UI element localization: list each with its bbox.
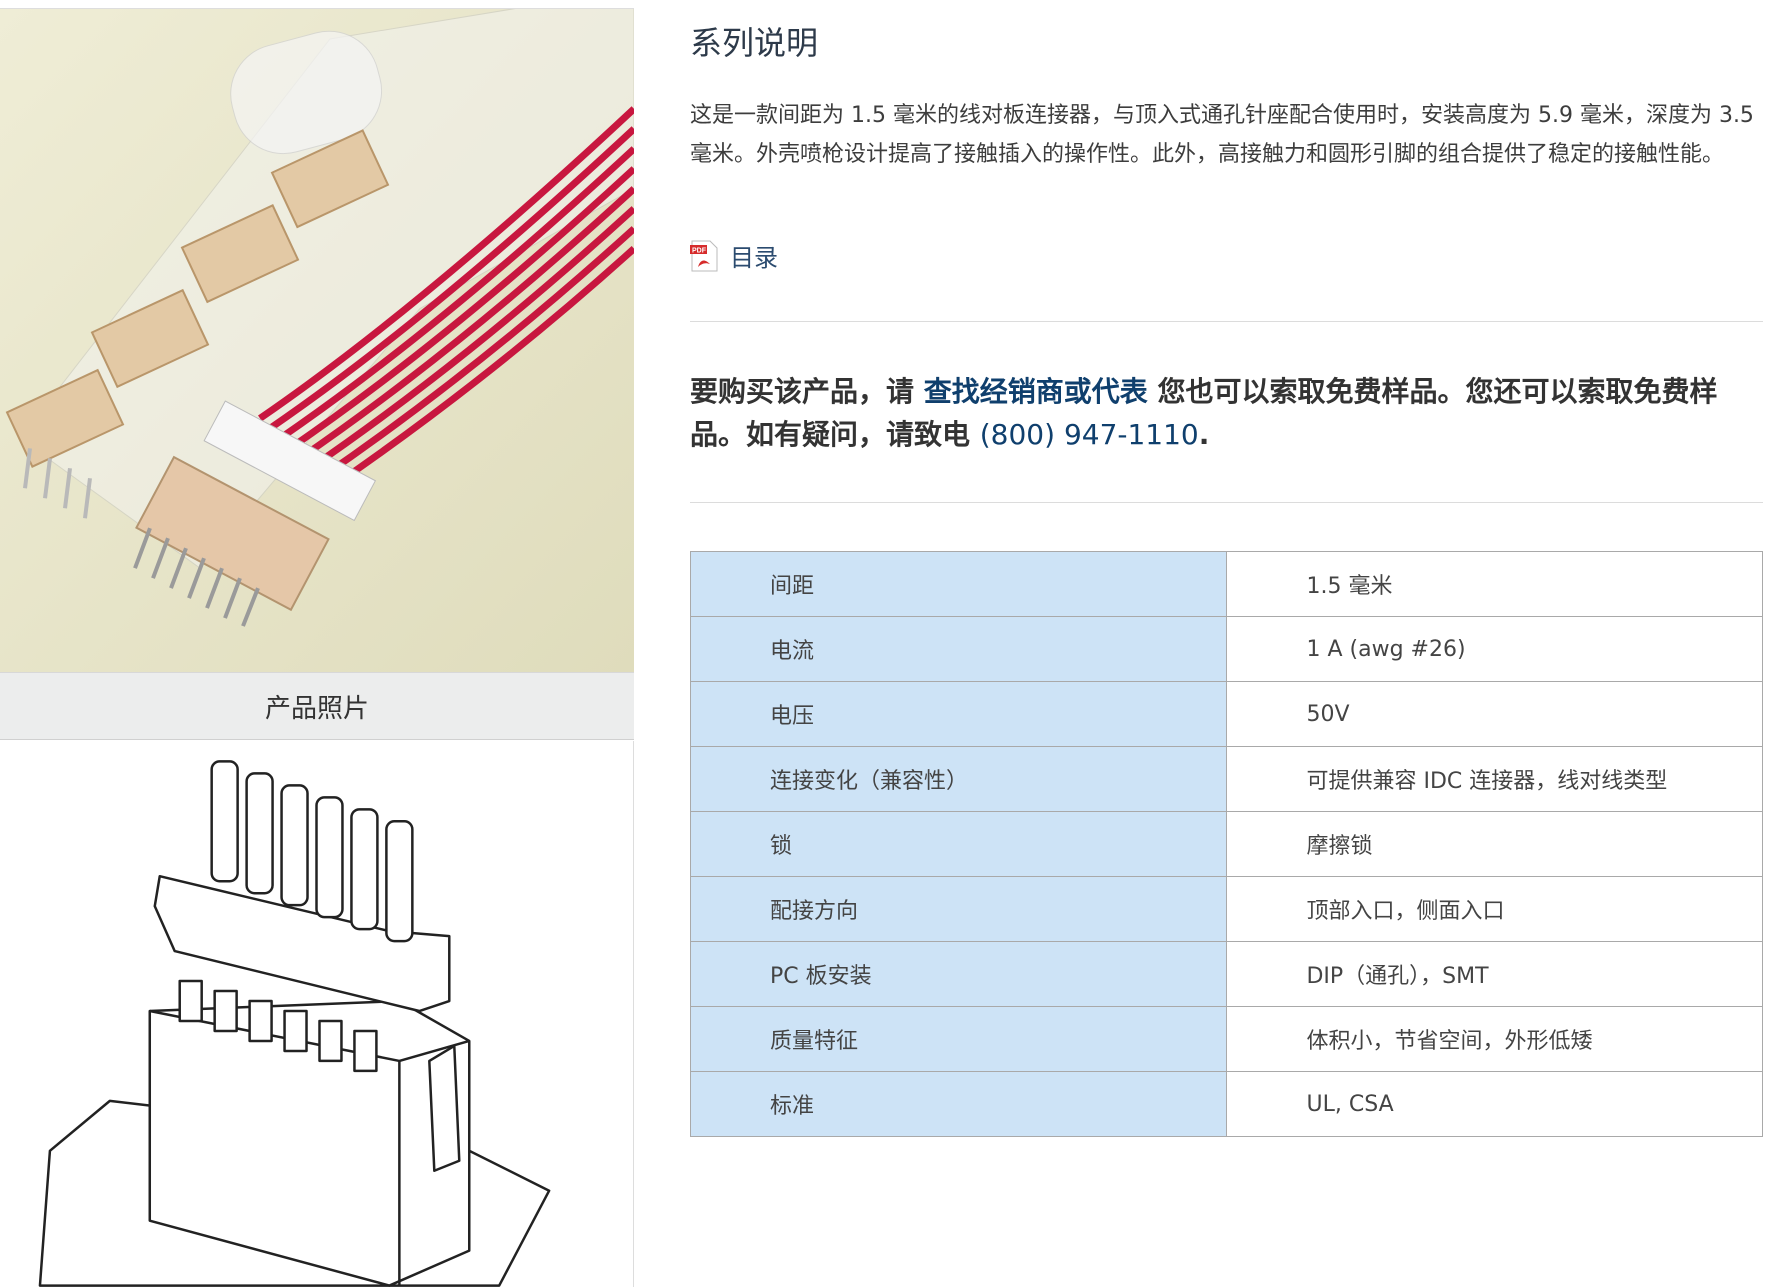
spec-row: 锁摩擦锁 [689, 811, 1763, 877]
spec-row: 配接方向顶部入口，侧面入口 [689, 876, 1763, 942]
spec-label: 质量特征 [689, 1006, 1228, 1072]
spec-label: 锁 [689, 811, 1228, 877]
purchase-suffix: . [1198, 418, 1210, 451]
purchase-middle: 您也可以索取免费样品。您还可以索取免费样品。如有疑问，请致电 [690, 375, 1718, 451]
spec-value: UL, CSA [1226, 1071, 1763, 1137]
photo-caption: 产品照片 [0, 672, 634, 740]
product-photo-image [0, 9, 634, 672]
svg-text:PDF: PDF [692, 247, 707, 254]
spec-label: 电流 [689, 616, 1228, 682]
series-description: 这是一款间距为 1.5 毫米的线对板连接器，与顶入式通孔针座配合使用时，安装高度… [690, 103, 1754, 167]
spec-row: 连接变化（兼容性）可提供兼容 IDC 连接器，线对线类型 [689, 746, 1763, 812]
find-distributor-link[interactable]: 查找经销商或代表 [923, 375, 1148, 408]
divider [690, 321, 1763, 322]
spec-value: 体积小，节省空间，外形低矮 [1226, 1006, 1763, 1072]
image-gallery: 产品照片 [0, 0, 634, 1287]
pdf-icon: PDF [690, 240, 718, 272]
spec-value: 50V [1226, 681, 1763, 747]
spec-label: PC 板安装 [689, 941, 1228, 1007]
spec-label: 标准 [689, 1071, 1228, 1137]
spec-value: 可提供兼容 IDC 连接器，线对线类型 [1226, 746, 1763, 812]
spec-value: 顶部入口，侧面入口 [1226, 876, 1763, 942]
spec-label: 电压 [689, 681, 1228, 747]
spec-value: 摩擦锁 [1226, 811, 1763, 877]
spec-value: DIP（通孔），SMT [1226, 941, 1763, 1007]
catalog-link[interactable]: PDF 目录 [690, 238, 778, 273]
spec-value: 1.5 毫米 [1226, 551, 1763, 617]
series-title: 系列说明 [690, 24, 819, 62]
product-photo[interactable] [0, 8, 634, 672]
catalog-label: 目录 [730, 244, 778, 272]
spec-value: 1 A (awg #26) [1226, 616, 1763, 682]
product-line-drawing[interactable] [0, 741, 634, 1287]
divider [690, 502, 1763, 503]
spec-label: 连接变化（兼容性） [689, 746, 1228, 812]
spec-label: 配接方向 [689, 876, 1228, 942]
purchase-prefix: 要购买该产品，请 [690, 375, 924, 408]
product-details: 系列说明 这是一款间距为 1.5 毫米的线对板连接器，与顶入式通孔针座配合使用时… [689, 0, 1763, 1287]
connector-drawing-image [38, 760, 551, 1287]
phone-link[interactable]: (800) 947-1110 [979, 418, 1199, 451]
spec-row: 质量特征体积小，节省空间，外形低矮 [689, 1006, 1763, 1072]
spec-label: 间距 [689, 551, 1228, 617]
purchase-info: 要购买该产品，请 查找经销商或代表 您也可以索取免费样品。您还可以索取免费样品。… [690, 370, 1730, 456]
